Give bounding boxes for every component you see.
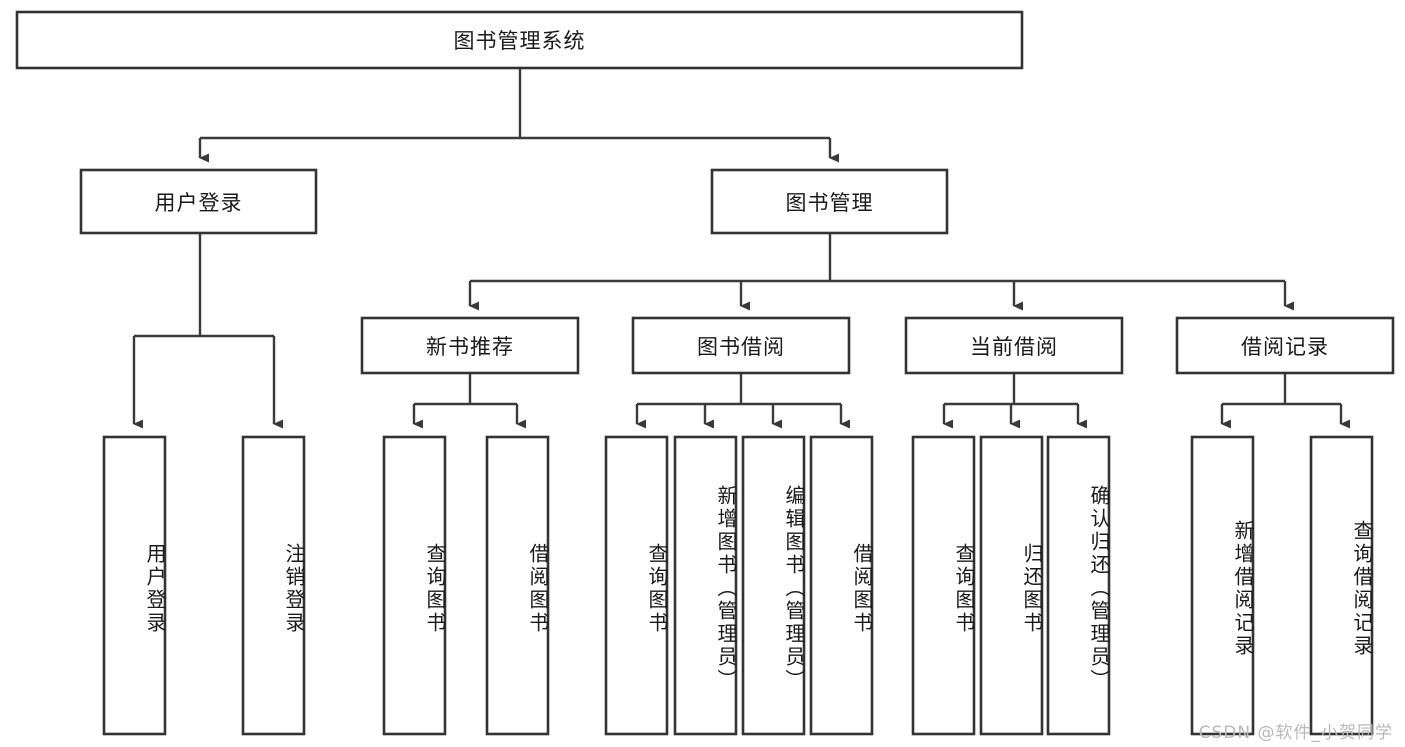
- node-box-leaf-query-book-3[interactable]: [911, 435, 976, 736]
- node-box-leaf-query-book-1[interactable]: [382, 435, 447, 736]
- node-box-leaf-borrow-book-2[interactable]: [809, 435, 874, 736]
- node-box-leaf-confirm-return[interactable]: [1046, 435, 1111, 736]
- node-box-current-borrow[interactable]: [904, 316, 1124, 375]
- node-box-book-borrow[interactable]: [631, 316, 851, 375]
- node-box-leaf-add-record[interactable]: [1190, 435, 1255, 736]
- node-boxes: [15, 10, 1395, 736]
- node-box-leaf-return-book[interactable]: [979, 435, 1044, 736]
- node-box-book-manage[interactable]: [710, 168, 949, 235]
- node-box-root[interactable]: [15, 10, 1024, 70]
- node-box-leaf-query-record[interactable]: [1309, 435, 1374, 736]
- node-box-leaf-user-logout[interactable]: [241, 435, 306, 736]
- node-box-borrow-record[interactable]: [1175, 316, 1395, 375]
- node-box-leaf-edit-book[interactable]: [741, 435, 806, 736]
- node-box-leaf-user-login[interactable]: [102, 435, 167, 736]
- connector-lines: [132, 68, 1350, 429]
- node-box-new-book-recommend[interactable]: [360, 316, 580, 375]
- node-box-leaf-query-book-2[interactable]: [604, 435, 669, 736]
- node-box-leaf-add-book[interactable]: [673, 435, 738, 736]
- node-box-user-login[interactable]: [79, 168, 318, 235]
- csdn-watermark: CSDN @软件_小贺同学: [1198, 723, 1393, 743]
- node-box-leaf-borrow-book-1[interactable]: [485, 435, 550, 736]
